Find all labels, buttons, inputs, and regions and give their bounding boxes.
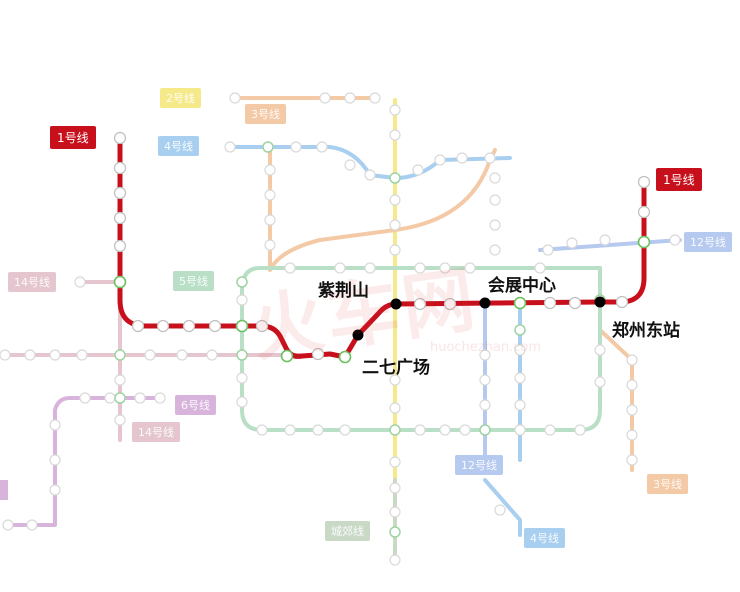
line6-path (3, 396, 162, 527)
station-label-zijingshan: 紫荆山 (318, 281, 369, 301)
huizhan-dot (479, 297, 491, 309)
station-label-erqi: 二七广场 (362, 358, 430, 378)
tag-line5: 5号线 (173, 271, 214, 291)
zijingshan-dot (390, 298, 402, 310)
tag-line12-east: 12号线 (684, 232, 732, 252)
station-label-zhengzhoudong: 郑州东站 (612, 321, 680, 341)
tag-line1-west: 1号线 (50, 126, 96, 149)
line1-stations (113, 131, 651, 361)
tag-line4-bottom: 4号线 (524, 528, 565, 548)
tag-line14-south: 14号线 (132, 422, 180, 442)
partial-tag-edge (0, 480, 8, 500)
tag-line3-south: 3号线 (647, 474, 688, 494)
line1-interchanges (113, 235, 651, 364)
tag-line4-top: 4号线 (158, 136, 199, 156)
tag-line6: 6号线 (175, 395, 216, 415)
erqi-dot (352, 329, 364, 341)
tag-chengjiao: 城郊线 (325, 521, 370, 541)
tag-line14-west: 14号线 (8, 272, 56, 292)
tag-line12-south: 12号线 (455, 455, 503, 475)
faint-interchanges (114, 141, 606, 538)
faint-stations (0, 92, 681, 566)
zhengzhoudong-dot (594, 296, 606, 308)
tag-line1-east: 1号线 (656, 168, 702, 191)
station-label-huizhan: 会展中心 (488, 276, 556, 296)
tag-line3: 3号线 (245, 104, 286, 124)
highlighted-station-dots (352, 296, 606, 341)
tag-line2: 2号线 (160, 88, 201, 108)
watermark-sub: huochezhan.com (430, 340, 541, 355)
